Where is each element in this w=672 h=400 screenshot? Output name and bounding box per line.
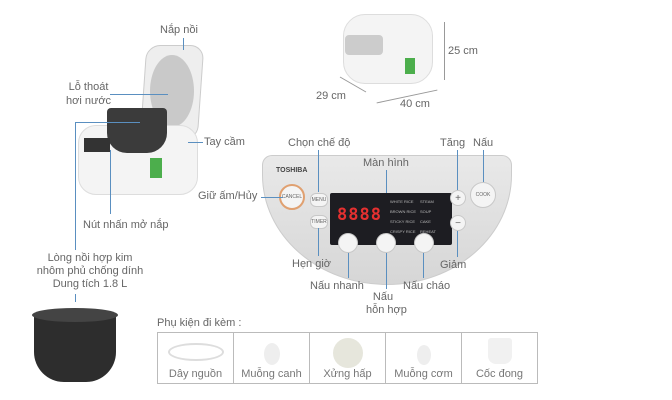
label-menu: Chọn chế độ [288, 137, 351, 149]
accessory-power-cord: Dây nguồn [157, 332, 234, 384]
dim-height: 25 cm [448, 45, 478, 57]
vent-line2: hơi nước [66, 95, 112, 107]
mode-label: WHITE RICE [390, 199, 414, 204]
label-cook: Nấu [473, 137, 494, 149]
menu-button[interactable]: MENU [310, 193, 328, 207]
accessory-measuring-cup: Cốc đong [461, 332, 538, 384]
accessory-soup-ladle: Muỗng canh [233, 332, 310, 384]
mixed-line2: hỗn hợp [366, 304, 407, 316]
accessory-rice-paddle: Muỗng cơm [385, 332, 462, 384]
accessories-title: Phụ kiện đi kèm : [157, 317, 242, 329]
measuring-cup-icon [487, 338, 512, 364]
mixed-line1: Nấu [372, 291, 394, 303]
accessory-label: Dây nguồn [168, 368, 223, 380]
accessories-table: Dây nguồn Muỗng canh Xửng hấp Muỗng cơm … [157, 332, 538, 384]
mixed-cook-button[interactable] [376, 233, 396, 253]
label-lid-release: Nút nhấn mở nắp [83, 219, 169, 231]
label-porridge: Nấu cháo [403, 280, 451, 292]
mode-label: STEAM [420, 199, 434, 204]
accessory-label: Muỗng cơm [394, 368, 453, 380]
accessory-label: Xửng hấp [323, 368, 372, 380]
mode-label: CAKE [420, 219, 431, 224]
mode-label: REHEAT [420, 229, 436, 234]
accessory-steamer: Xửng hấp [309, 332, 386, 384]
label-timer: Hẹn giờ [292, 258, 332, 270]
cook-button[interactable]: COOK [470, 182, 496, 208]
inner-pot-line3: Dung tích 1.8 L [52, 278, 128, 290]
power-cord-icon [167, 343, 224, 361]
quick-cook-button[interactable] [338, 233, 358, 253]
mode-label: STICKY RICE [390, 219, 416, 224]
label-keep-warm: Giữ ấm/Hủy [198, 190, 258, 202]
label-inner-pot: Lòng nồi hợp kim nhôm phủ chống dính Dun… [35, 252, 145, 291]
label-lid: Nắp nồi [160, 24, 198, 36]
accessory-label: Cốc đong [475, 368, 524, 380]
porridge-button[interactable] [414, 233, 434, 253]
decrease-button[interactable]: − [450, 215, 466, 231]
ladle-icon [263, 343, 280, 365]
steamer-tray-icon [332, 338, 363, 368]
inner-pot-line2: nhôm phủ chống dính [36, 265, 144, 277]
dim-width: 40 cm [400, 98, 430, 110]
dim-depth: 29 cm [316, 90, 346, 102]
label-handle: Tay cầm [204, 136, 245, 148]
timer-button[interactable]: TIMER [310, 215, 328, 229]
increase-button[interactable]: + [450, 190, 466, 206]
inner-pot-line1: Lòng nồi hợp kim [47, 252, 133, 264]
mode-label: BROWN RICE [390, 209, 416, 214]
mode-label: SOUP [420, 209, 432, 214]
mode-list: WHITE RICE STEAM BROWN RICE SOUP STICKY RI… [390, 197, 450, 237]
label-decrease: Giảm [440, 259, 467, 271]
display-digits: 8888 [337, 205, 382, 225]
label-quick-cook: Nấu nhanh [310, 280, 364, 292]
rice-paddle-icon [416, 345, 431, 365]
accessory-label: Muỗng canh [241, 368, 302, 380]
label-increase: Tăng [440, 137, 466, 149]
vent-line1: Lỗ thoát [68, 81, 109, 93]
label-display: Màn hình [363, 157, 409, 169]
brand-logo: TOSHIBA [276, 167, 308, 174]
label-vent: Lỗ thoát hơi nước [66, 80, 111, 108]
label-mixed: Nấu hỗn hợp [366, 291, 407, 317]
mode-label: CRISPY RICE [390, 229, 416, 234]
